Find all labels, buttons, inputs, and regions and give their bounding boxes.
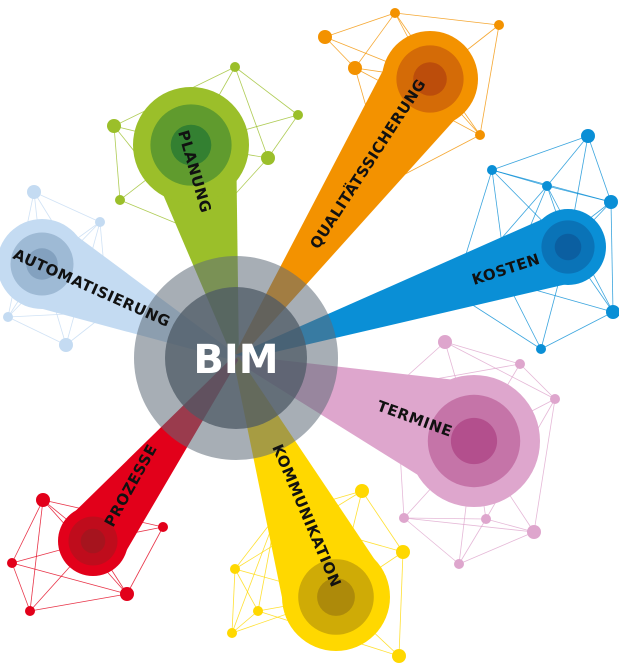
network-node-qualitaet <box>390 8 400 18</box>
network-link-termine <box>485 518 535 533</box>
network-node-prozesse <box>158 522 168 532</box>
network-node-kosten <box>542 181 552 191</box>
network-link-termine <box>444 341 521 365</box>
network-link-kommunikation <box>231 568 236 634</box>
network-link-prozesse <box>11 562 128 595</box>
network-node-kosten <box>606 305 619 319</box>
network-node-prozesse <box>7 558 17 568</box>
network-node-qualitaet <box>494 20 504 30</box>
network-link-kosten <box>546 185 612 203</box>
network-node-kommunikation <box>253 606 263 616</box>
network-node-prozesse <box>36 493 50 507</box>
network-node-qualitaet <box>348 61 362 75</box>
network-link-planung <box>267 114 299 159</box>
network-node-planung <box>293 110 303 120</box>
network-link-termine <box>458 531 535 565</box>
network-link-termine <box>403 517 460 565</box>
network-node-automatisierung <box>59 338 73 352</box>
spoke-end-core-automatisierung <box>26 248 58 280</box>
center-hub: BIM <box>134 256 338 460</box>
network-node-kommunikation <box>392 649 406 663</box>
network-node-termine <box>550 394 560 404</box>
network-link-kosten <box>587 135 612 203</box>
spoke-end-core-qualitaet <box>413 62 447 96</box>
network-link-kosten <box>610 201 614 313</box>
network-link-kommunikation <box>398 551 404 657</box>
network-link-termine <box>403 517 487 520</box>
network-node-termine <box>481 514 491 524</box>
network-link-planung <box>234 66 299 116</box>
network-link-planung <box>234 66 269 159</box>
network-node-kosten <box>536 344 546 354</box>
network-node-planung <box>230 62 240 72</box>
network-node-kommunikation <box>227 628 237 638</box>
network-link-kosten <box>540 311 614 350</box>
network-link-kosten <box>491 135 589 171</box>
spoke-end-core-termine <box>450 417 498 465</box>
network-node-kosten <box>604 195 618 209</box>
network-node-qualitaet <box>318 30 332 44</box>
network-node-prozesse <box>120 587 134 601</box>
network-link-prozesse <box>11 499 44 564</box>
network-link-prozesse <box>126 526 164 595</box>
network-node-termine <box>527 525 541 539</box>
spoke-end-core-prozesse <box>80 528 106 554</box>
network-node-automatisierung <box>95 217 105 227</box>
spoke-end-core-kosten <box>554 233 582 261</box>
network-link-termine <box>533 398 556 533</box>
network-node-planung <box>261 151 275 165</box>
network-link-prozesse <box>29 499 44 612</box>
network-node-automatisierung <box>3 312 13 322</box>
network-link-kommunikation <box>361 490 404 553</box>
network-node-termine <box>454 559 464 569</box>
network-node-termine <box>399 513 409 523</box>
network-node-kommunikation <box>230 564 240 574</box>
network-link-termine <box>444 341 556 400</box>
network-node-kommunikation <box>396 545 410 559</box>
network-node-kosten <box>581 129 595 143</box>
network-node-kosten <box>487 165 497 175</box>
network-link-prozesse <box>11 562 31 612</box>
network-link-planung <box>113 125 121 201</box>
spoke-end-core-planung <box>170 124 212 166</box>
network-node-planung <box>115 195 125 205</box>
network-link-kommunikation <box>231 610 259 634</box>
network-link-qualitaet <box>394 12 500 26</box>
network-node-kommunikation <box>355 484 369 498</box>
network-link-termine <box>519 363 556 400</box>
network-link-termine <box>458 518 487 565</box>
network-link-qualitaet <box>324 12 396 38</box>
network-node-prozesse <box>25 606 35 616</box>
spoke-end-core-kommunikation <box>317 578 355 616</box>
network-link-kosten <box>546 135 589 187</box>
network-link-automatisierung <box>33 191 101 223</box>
spoke-end-layer <box>0 31 606 651</box>
network-link-qualitaet <box>354 12 396 69</box>
network-node-planung <box>107 119 121 133</box>
network-link-automatisierung <box>7 316 67 346</box>
network-node-termine <box>438 335 452 349</box>
network-link-qualitaet <box>324 36 356 69</box>
center-hub-inner-ring <box>165 287 307 429</box>
network-link-kommunikation <box>234 568 259 612</box>
network-node-termine <box>515 359 525 369</box>
network-link-qualitaet <box>479 24 500 136</box>
network-node-automatisierung <box>27 185 41 199</box>
network-link-termine <box>403 517 535 533</box>
network-node-qualitaet <box>475 130 485 140</box>
network-link-prozesse <box>29 593 128 612</box>
center-label: BIM <box>193 337 278 383</box>
